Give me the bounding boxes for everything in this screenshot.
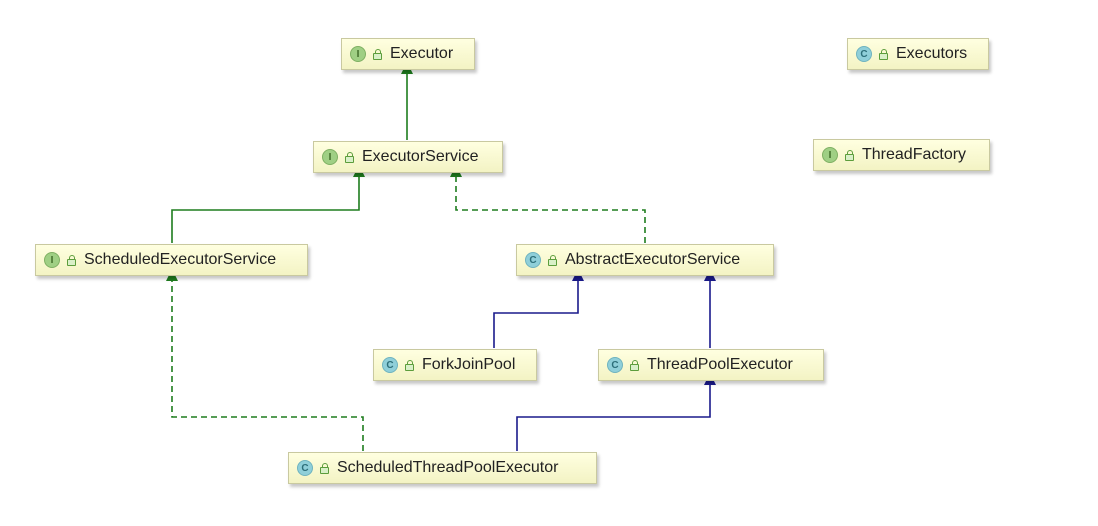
class-icon: C xyxy=(297,460,313,476)
node-label: ThreadPoolExecutor xyxy=(647,356,793,373)
class-icon: C xyxy=(607,357,623,373)
interface-icon: I xyxy=(350,46,366,62)
node-abstractexecutorservice[interactable]: C AbstractExecutorService xyxy=(516,244,774,276)
interface-icon: I xyxy=(822,147,838,163)
node-label: ForkJoinPool xyxy=(422,356,516,373)
node-label: Executors xyxy=(896,45,968,62)
interface-icon: I xyxy=(322,149,338,165)
class-icon: C xyxy=(382,357,398,373)
node-executorservice[interactable]: I ExecutorService xyxy=(313,141,503,173)
interface-icon: I xyxy=(44,252,60,268)
node-label: Executor xyxy=(390,45,454,62)
edge-scheduledexecutorservice-executorservice xyxy=(171,165,365,243)
node-label: ExecutorService xyxy=(362,148,479,165)
edge-abstractexecutorservice-executorservice xyxy=(450,165,646,243)
node-scheduledthreadpoolexecutor[interactable]: C ScheduledThreadPoolExecutor xyxy=(288,452,597,484)
node-forkjoinpool[interactable]: C ForkJoinPool xyxy=(373,349,537,381)
public-visibility-icon xyxy=(547,255,557,266)
public-visibility-icon xyxy=(844,150,854,161)
class-icon: C xyxy=(525,252,541,268)
class-icon: C xyxy=(856,46,872,62)
node-label: ScheduledThreadPoolExecutor xyxy=(337,459,559,476)
edge-scheduledthreadpoolexecutor-scheduledexecutorservice xyxy=(166,269,364,451)
node-executors[interactable]: C Executors xyxy=(847,38,989,70)
public-visibility-icon xyxy=(344,152,354,163)
node-executor[interactable]: I Executor xyxy=(341,38,475,70)
node-label: ThreadFactory xyxy=(862,146,967,163)
public-visibility-icon xyxy=(372,49,382,60)
public-visibility-icon xyxy=(878,49,888,60)
node-threadpoolexecutor[interactable]: C ThreadPoolExecutor xyxy=(598,349,824,381)
edge-forkjoinpool-abstractexecutorservice xyxy=(493,269,584,348)
public-visibility-icon xyxy=(629,360,639,371)
node-threadfactory[interactable]: I ThreadFactory xyxy=(813,139,990,171)
public-visibility-icon xyxy=(66,255,76,266)
node-label: ScheduledExecutorService xyxy=(84,251,277,268)
edge-scheduledthreadpoolexecutor-threadpoolexecutor xyxy=(516,373,716,451)
node-label: AbstractExecutorService xyxy=(565,251,741,268)
public-visibility-icon xyxy=(404,360,414,371)
node-scheduledexecutorservice[interactable]: I ScheduledExecutorService xyxy=(35,244,308,276)
public-visibility-icon xyxy=(319,463,329,474)
